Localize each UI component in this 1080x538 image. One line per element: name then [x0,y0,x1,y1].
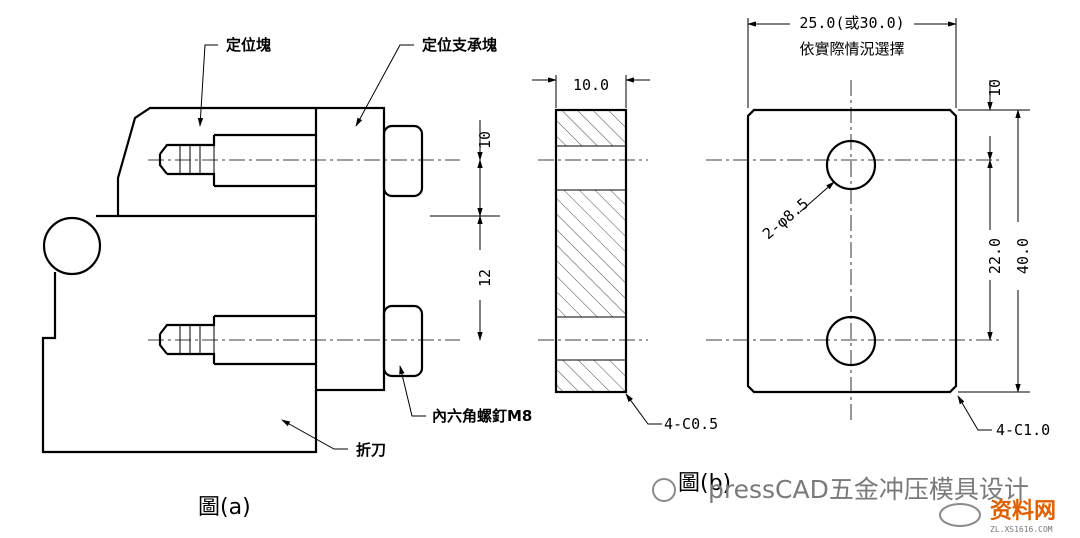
figure-b-section: 10.0 4-C0.5 [532,75,718,433]
site-logo: 资料网 ZL.XS1616.COM [939,499,1056,534]
dim-chamfer-c: 4-C1.0 [996,421,1050,439]
label-hex-screw: 內六角螺釘M8 [432,407,532,425]
dim-hole-spacing: 22.0 [986,238,1004,274]
dim-height: 40.0 [1014,238,1032,274]
dim-chamfer-b: 4-C0.5 [664,415,718,433]
figure-b-front: 25.0(或30.0) 依實際情況選擇 10 22.0 40.0 2-φ8.5 … [706,14,1050,439]
watermark: pressCAD五金冲压模具设计 [652,475,1029,504]
dim-right-top: 10 [986,79,1004,97]
dim-width: 25.0(或30.0) [799,14,904,32]
label-cutter: 折刀 [356,441,386,459]
figure-a: 10 12 定位塊 定位支承塊 內六角螺釘M8 折刀 圖(a) [41,36,532,520]
logo-url: ZL.XS1616.COM [990,525,1053,534]
caption-b: 圖(b) [678,471,731,496]
dim-pitch-mid: 12 [476,269,494,287]
label-locating-block: 定位塊 [226,36,271,54]
support-block [314,106,386,392]
upper-screw [158,124,424,198]
logo-text: 资料网 [990,499,1056,524]
logo-swoosh-icon [939,503,981,527]
dim-hole-callout: 2-φ8.5 [759,194,812,243]
dim-thickness: 10.0 [573,76,609,94]
lower-screw [158,304,424,378]
locating-block-outline [116,106,316,216]
label-support-block: 定位支承塊 [422,36,497,54]
round-pin [42,216,102,276]
dim-pitch-top: 10 [476,131,494,149]
wechat-icon [652,478,676,502]
watermark-text: pressCAD五金冲压模具设计 [708,475,1029,504]
caption-a: 圖(a) [198,495,251,520]
cutter-outline [41,214,318,454]
dim-width-note: 依實際情況選擇 [799,40,904,58]
